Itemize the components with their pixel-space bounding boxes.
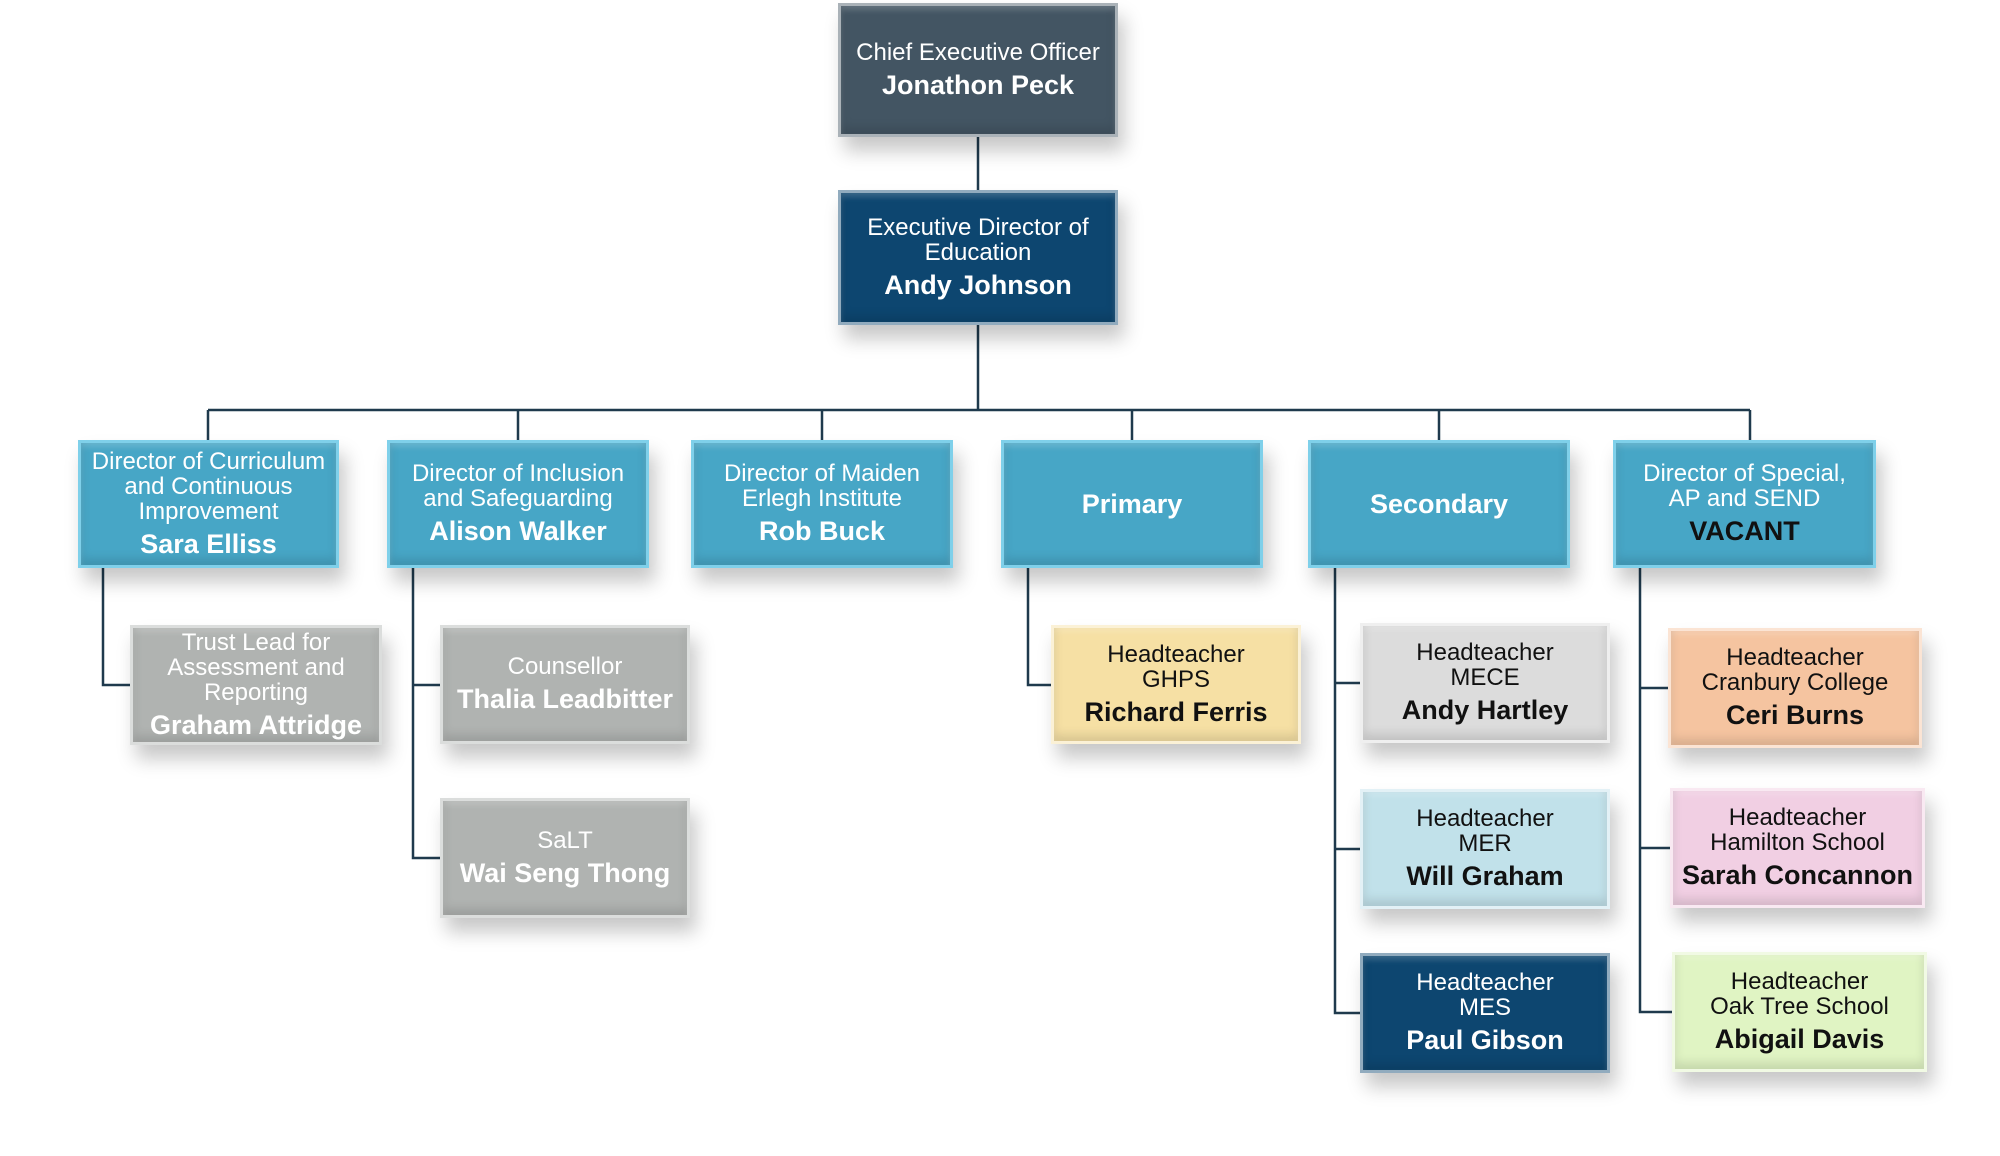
exec-director-name: Andy Johnson	[884, 269, 1072, 300]
ceo-box: Chief Executive Officer Jonathon Peck	[838, 3, 1118, 137]
mece-headteacher-name: Andy Hartley	[1401, 695, 1569, 725]
curriculum-director-name: Sara Elliss	[140, 528, 277, 559]
special-director-name: VACANT	[1689, 516, 1800, 546]
oaktree-headteacher-role: Headteacher Oak Tree School	[1710, 968, 1889, 1020]
counsellor-role: Counsellor	[507, 653, 623, 680]
connector-line	[1026, 568, 1051, 687]
mer-headteacher-box: Headteacher MER Will Graham	[1360, 789, 1610, 909]
hamilton-headteacher-name: Sarah Concannon	[1681, 860, 1914, 890]
ghps-headteacher-box: Headteacher GHPS Richard Ferris	[1051, 625, 1301, 744]
connector-line	[101, 568, 130, 687]
exec-director-role: Executive Director of Education	[867, 213, 1089, 266]
connector-line	[411, 568, 440, 860]
salt-role: SaLT	[537, 826, 593, 854]
curriculum-director-box: Director of Curriculum and Continuous Im…	[78, 440, 339, 568]
trust-lead-box: Trust Lead for Assessment and Reporting …	[130, 625, 382, 745]
ghps-headteacher-name: Richard Ferris	[1084, 696, 1268, 727]
oaktree-headteacher-name: Abigail Davis	[1714, 1024, 1885, 1054]
primary-label: Primary	[1081, 489, 1183, 519]
counsellor-name: Thalia Leadbitter	[456, 684, 674, 714]
salt-box: SaLT Wai Seng Thong	[440, 798, 690, 918]
mece-headteacher-box: Headteacher MECE Andy Hartley	[1360, 623, 1610, 743]
cranbury-headteacher-role: Headteacher Cranbury College	[1701, 644, 1889, 696]
cranbury-headteacher-name: Ceri Burns	[1725, 700, 1865, 730]
connector-line	[1333, 568, 1360, 1015]
hamilton-headteacher-box: Headteacher Hamilton School Sarah Concan…	[1670, 788, 1925, 908]
mece-headteacher-role: Headteacher MECE	[1416, 639, 1554, 691]
special-director-box: Director of Special, AP and SEND VACANT	[1613, 440, 1876, 568]
maiden-director-name: Rob Buck	[758, 516, 885, 546]
mes-headteacher-box: Headteacher MES Paul Gibson	[1360, 953, 1610, 1073]
curriculum-director-role: Director of Curriculum and Continuous Im…	[91, 447, 326, 525]
hamilton-headteacher-role: Headteacher Hamilton School	[1710, 804, 1885, 856]
cranbury-headteacher-box: Headteacher Cranbury College Ceri Burns	[1668, 628, 1922, 748]
salt-name: Wai Seng Thong	[459, 857, 671, 888]
ghps-headteacher-role: Headteacher GHPS	[1107, 640, 1245, 693]
connector-line	[1638, 568, 1672, 1014]
mer-headteacher-name: Will Graham	[1406, 861, 1564, 891]
counsellor-box: Counsellor Thalia Leadbitter	[440, 625, 690, 744]
primary-box: Primary	[1001, 440, 1263, 568]
mer-headteacher-role: Headteacher MER	[1416, 805, 1554, 857]
special-director-role: Director of Special, AP and SEND	[1643, 460, 1846, 512]
inclusion-director-name: Alison Walker	[429, 516, 607, 546]
inclusion-director-box: Director of Inclusion and Safeguarding A…	[387, 440, 649, 568]
ceo-name: Jonathon Peck	[881, 69, 1075, 100]
inclusion-director-role: Director of Inclusion and Safeguarding	[411, 460, 625, 512]
maiden-director-box: Director of Maiden Erlegh Institute Rob …	[691, 440, 953, 568]
secondary-box: Secondary	[1308, 440, 1570, 568]
secondary-label: Secondary	[1369, 489, 1509, 519]
exec-director-box: Executive Director of Education Andy Joh…	[838, 190, 1118, 325]
mes-headteacher-name: Paul Gibson	[1406, 1025, 1564, 1055]
ceo-role: Chief Executive Officer	[856, 38, 1100, 66]
trust-lead-role: Trust Lead for Assessment and Reporting	[167, 628, 345, 706]
mes-headteacher-role: Headteacher MES	[1416, 969, 1554, 1021]
maiden-director-role: Director of Maiden Erlegh Institute	[723, 460, 921, 512]
trust-lead-name: Graham Attridge	[149, 709, 363, 740]
oaktree-headteacher-box: Headteacher Oak Tree School Abigail Davi…	[1672, 952, 1927, 1072]
